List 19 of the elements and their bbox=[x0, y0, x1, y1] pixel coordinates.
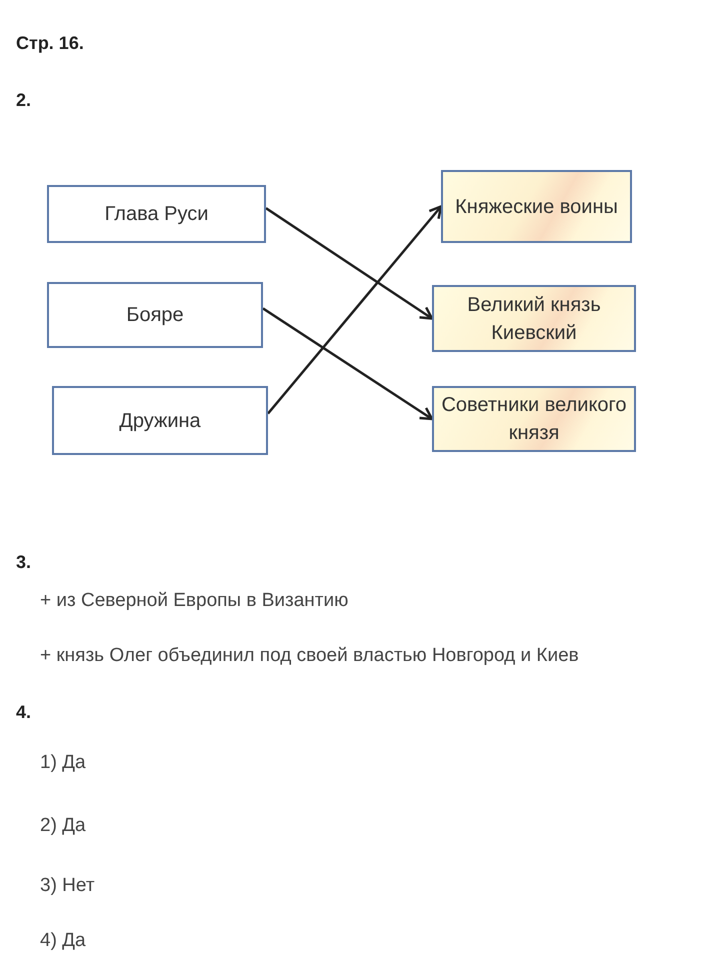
text-box: Дружина bbox=[52, 386, 268, 455]
text-box: Глава Руси bbox=[47, 185, 266, 243]
arrow bbox=[265, 207, 434, 320]
task-number: 2. bbox=[16, 90, 32, 111]
task-number: 3. bbox=[16, 552, 32, 573]
answer-text: + из Северной Европы в Византию bbox=[40, 590, 348, 612]
answer-text: 3) Нет bbox=[40, 875, 95, 897]
answer-text: + князь Олег объединил под своей властью Новгород и Киев bbox=[40, 645, 579, 667]
text-box: Бояре bbox=[47, 282, 263, 348]
answer-text: 1) Да bbox=[40, 752, 86, 774]
arrow bbox=[267, 205, 442, 414]
text-box: Советники великого князя bbox=[432, 386, 636, 452]
text-box: Великий князь Киевский bbox=[432, 285, 636, 352]
answer-text: 2) Да bbox=[40, 815, 86, 837]
task-number: 4. bbox=[16, 702, 32, 723]
page-heading: Стр. 16. bbox=[16, 33, 84, 54]
text-box: Княжеские воины bbox=[441, 170, 632, 243]
arrow bbox=[262, 307, 434, 420]
answer-text: 4) Да bbox=[40, 930, 86, 952]
